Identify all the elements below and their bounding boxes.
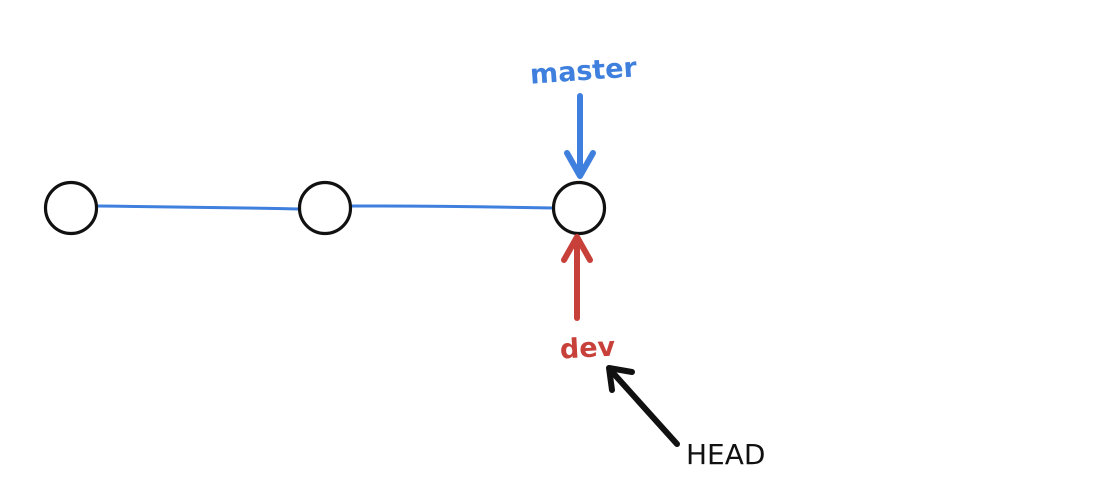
commit-link-2-3 [349, 204, 555, 210]
dev-branch-label: dev [559, 332, 616, 366]
commit-node-3 [551, 180, 607, 236]
head-arrow-icon [606, 365, 680, 447]
master-arrow-icon [564, 93, 596, 179]
head-label: HEAD [686, 438, 765, 471]
commit-node-2 [297, 180, 353, 236]
commit-node-1 [43, 180, 99, 236]
commit-link-1-2 [95, 204, 301, 211]
master-branch-label: master [529, 52, 639, 90]
dev-arrow-icon [561, 234, 593, 321]
